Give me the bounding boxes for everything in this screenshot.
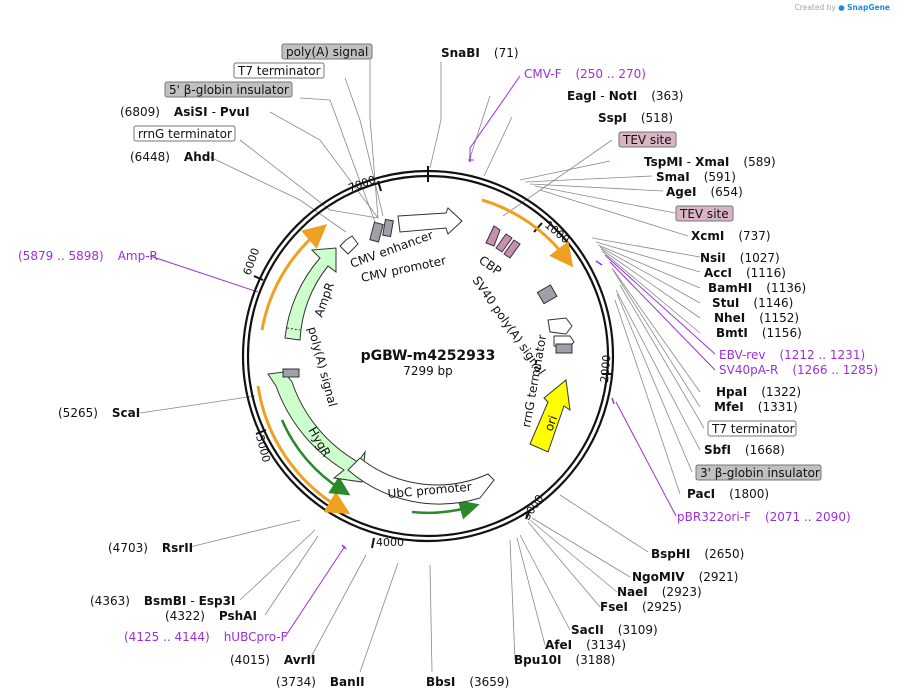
snapgene-logo: ● <box>838 3 845 12</box>
primer-markers <box>341 156 615 550</box>
hygr-arrow <box>267 371 366 483</box>
ori-arrow <box>529 379 571 453</box>
feature-label: poly(A) signal <box>305 325 340 408</box>
primer-label: SV40pA-R(1266 .. 1285) <box>719 363 878 377</box>
polya-box <box>282 368 300 378</box>
plasmid-size: 7299 bp <box>403 364 453 378</box>
site-label: (4703)RsrII <box>108 541 193 555</box>
box-label: TEV site <box>622 133 672 147</box>
site-label: SnaBI(71) <box>441 46 519 60</box>
site-label: HpaI(1322) <box>716 385 801 399</box>
site-label: SacII(3109) <box>571 623 658 637</box>
site-label: EagI-NotI(363) <box>567 89 683 103</box>
site-label: AfeI(3134) <box>545 638 626 652</box>
primer-label: pBR322ori-F(2071 .. 2090) <box>677 510 851 524</box>
box-label: TEV site <box>679 207 729 221</box>
tick-label: 2000 <box>598 354 613 383</box>
green-feature-lines <box>280 419 480 520</box>
rrng-box <box>555 343 573 354</box>
box-label: T7 terminator <box>237 64 321 78</box>
leader-lines <box>139 60 705 673</box>
site-label: (3734)BanII <box>276 675 365 689</box>
tick-label: 4000 <box>376 536 404 549</box>
site-label: NaeI(2923) <box>617 585 702 599</box>
site-label: AccI(1116) <box>704 266 786 280</box>
primer-label: (4125 .. 4144)hUBCpro-F <box>124 630 288 644</box>
box-label: poly(A) signal <box>286 45 368 59</box>
misc-boxes: poly(A) signal T7 terminator 5' β-globin… <box>133 43 822 481</box>
cbp-arrow-2 <box>495 233 513 253</box>
restriction-sites: SnaBI(71) EagI-NotI(363) SspI(518) TspMI… <box>58 46 806 689</box>
credit-brand: SnapGene <box>847 3 890 12</box>
sv40-box <box>536 284 558 305</box>
site-label: NgoMIV(2921) <box>632 570 738 584</box>
site-label: NheI(1152) <box>714 311 799 325</box>
rrng-arrow <box>547 317 573 335</box>
primer-label: EBV-rev(1212 .. 1231) <box>719 348 865 362</box>
primer-labels: CMV-F(250 .. 270) EBV-rev(1212 .. 1231) … <box>18 67 878 644</box>
site-label: BspHI(2650) <box>651 547 744 561</box>
cbp-arrow-1 <box>485 225 501 247</box>
box-label: T7 terminator <box>711 422 795 436</box>
orange-feature-arcs <box>256 198 574 515</box>
plasmid-name: pGBW-m4252933 <box>361 348 496 364</box>
tick-label: 6000 <box>241 246 263 277</box>
primer-label: (5879 .. 5898)Amp-R <box>18 249 158 263</box>
site-label: BamHI(1136) <box>708 281 806 295</box>
site-label: BbsI(3659) <box>426 675 509 689</box>
site-label: PacI(1800) <box>687 487 769 501</box>
site-label: (4322)PshAI <box>165 609 257 623</box>
site-label: Bpu10I(3188) <box>514 653 615 667</box>
primer-label: CMV-F(250 .. 270) <box>524 67 646 81</box>
site-label: StuI(1146) <box>712 296 793 310</box>
site-label: FseI(2925) <box>600 600 682 614</box>
site-label: XcmI(737) <box>691 229 771 243</box>
site-label: TspMI-XmaI(589) <box>644 155 776 169</box>
site-label: BmtI(1156) <box>716 326 802 340</box>
box-label: 3' β-globin insulator <box>700 466 820 480</box>
box-label: rrnG terminator <box>138 127 232 141</box>
term-box-1 <box>369 221 384 243</box>
feature-label: AmpR <box>312 281 337 319</box>
tick-label: 7000 <box>347 173 378 195</box>
site-label: (4015)AvrII <box>230 653 315 667</box>
site-label: NsiI(1027) <box>700 251 780 265</box>
ubc-promoter-arrow <box>347 457 495 505</box>
primer-leader-lines <box>149 75 716 638</box>
credit-prefix: Created by <box>794 3 836 12</box>
term-box-2 <box>382 218 394 238</box>
feature-label: ori <box>542 414 560 433</box>
site-label: (6448)AhdI <box>130 150 215 164</box>
site-label: (5265)ScaI <box>58 406 140 420</box>
cmv-enhancer-arrow <box>397 207 463 235</box>
credit: Created by ● SnapGene <box>795 3 890 12</box>
ampr-arrow <box>284 247 337 341</box>
site-label: AgeI(654) <box>666 185 743 199</box>
cbp-arrow-3 <box>503 239 521 259</box>
cmv-promoter-arrow <box>339 235 359 255</box>
tick-marks <box>253 180 612 549</box>
site-label: SspI(518) <box>598 111 673 125</box>
box-label: 5' β-globin insulator <box>169 83 289 97</box>
site-label: SmaI(591) <box>656 170 736 184</box>
site-label: (4363)BsmBI-Esp3I <box>90 594 235 608</box>
site-label: (6809)AsiSI-PvuI <box>120 105 250 119</box>
site-label: MfeI(1331) <box>714 400 798 414</box>
tick-label: 5000 <box>253 433 273 463</box>
site-label: SbfI(1668) <box>704 443 785 457</box>
